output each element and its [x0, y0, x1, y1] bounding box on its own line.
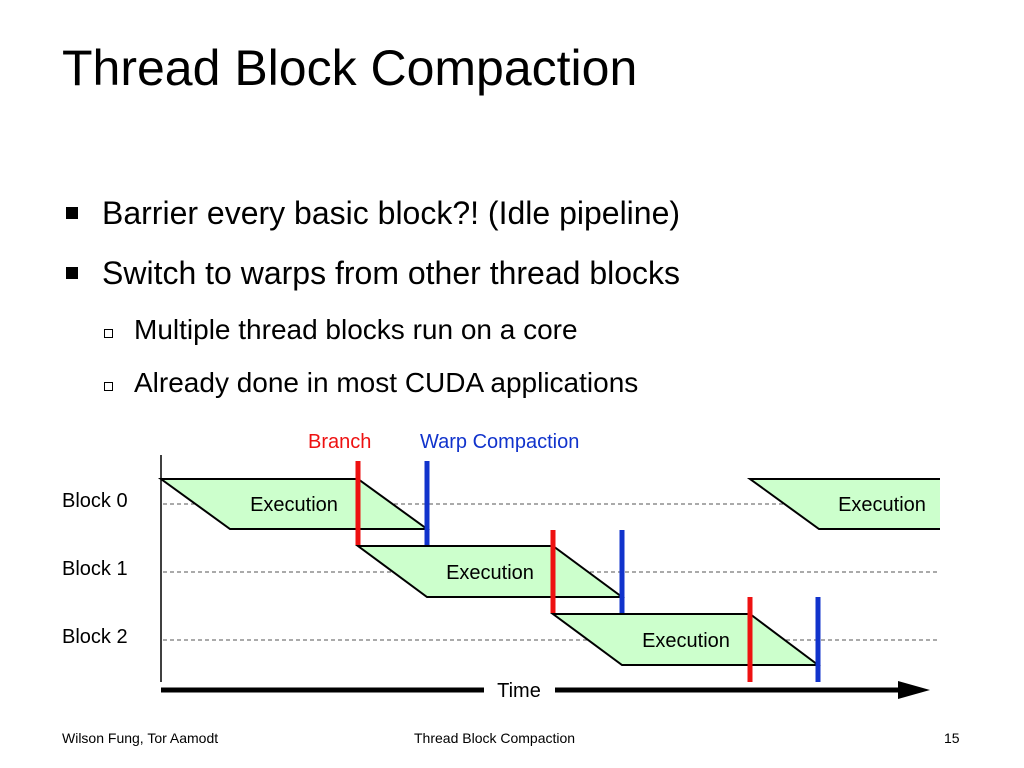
row-label-block-1: Block 1: [62, 558, 128, 580]
row-label-block-2: Block 2: [62, 626, 128, 648]
page-title: Thread Block Compaction: [62, 40, 638, 96]
execution-outline-block-0-resumed: [746, 478, 940, 530]
execution-label-block-1: Execution: [446, 562, 534, 584]
bullet-item: Barrier every basic block?! (Idle pipeli…: [66, 193, 680, 233]
sub-bullet-text: Already done in most CUDA applications: [134, 367, 639, 398]
execution-shape-block-0-resumed: [750, 479, 940, 529]
execution-label-block-0: Execution: [250, 494, 338, 516]
sub-bullet-item: Multiple thread blocks run on a core: [104, 312, 578, 348]
footer-authors: Wilson Fung, Tor Aamodt: [62, 730, 219, 746]
footer-title: Thread Block Compaction: [414, 730, 576, 746]
time-arrowhead-icon: [898, 681, 930, 699]
legend-warp-compaction: Warp Compaction: [420, 431, 579, 453]
sub-bullet-text: Multiple thread blocks run on a core: [134, 314, 578, 345]
execution-label-block-2: Execution: [642, 630, 730, 652]
time-axis-label: Time: [497, 680, 541, 702]
legend-branch: Branch: [308, 431, 371, 453]
execution-label-block-0-resumed: Execution: [838, 494, 926, 516]
bullet-text: Switch to warps from other thread blocks: [102, 255, 681, 291]
sub-bullet-item: Already done in most CUDA applications: [104, 365, 638, 401]
slide-number: 15: [944, 730, 960, 746]
hollow-square-bullet-icon: [104, 328, 113, 338]
hollow-square-bullet-icon: [104, 381, 113, 391]
bullet-square-icon: [66, 267, 78, 279]
bullet-text: Barrier every basic block?! (Idle pipeli…: [102, 195, 681, 231]
bullet-item: Switch to warps from other thread blocks: [66, 253, 680, 293]
bullet-square-icon: [66, 207, 78, 219]
row-label-block-0: Block 0: [62, 490, 128, 512]
